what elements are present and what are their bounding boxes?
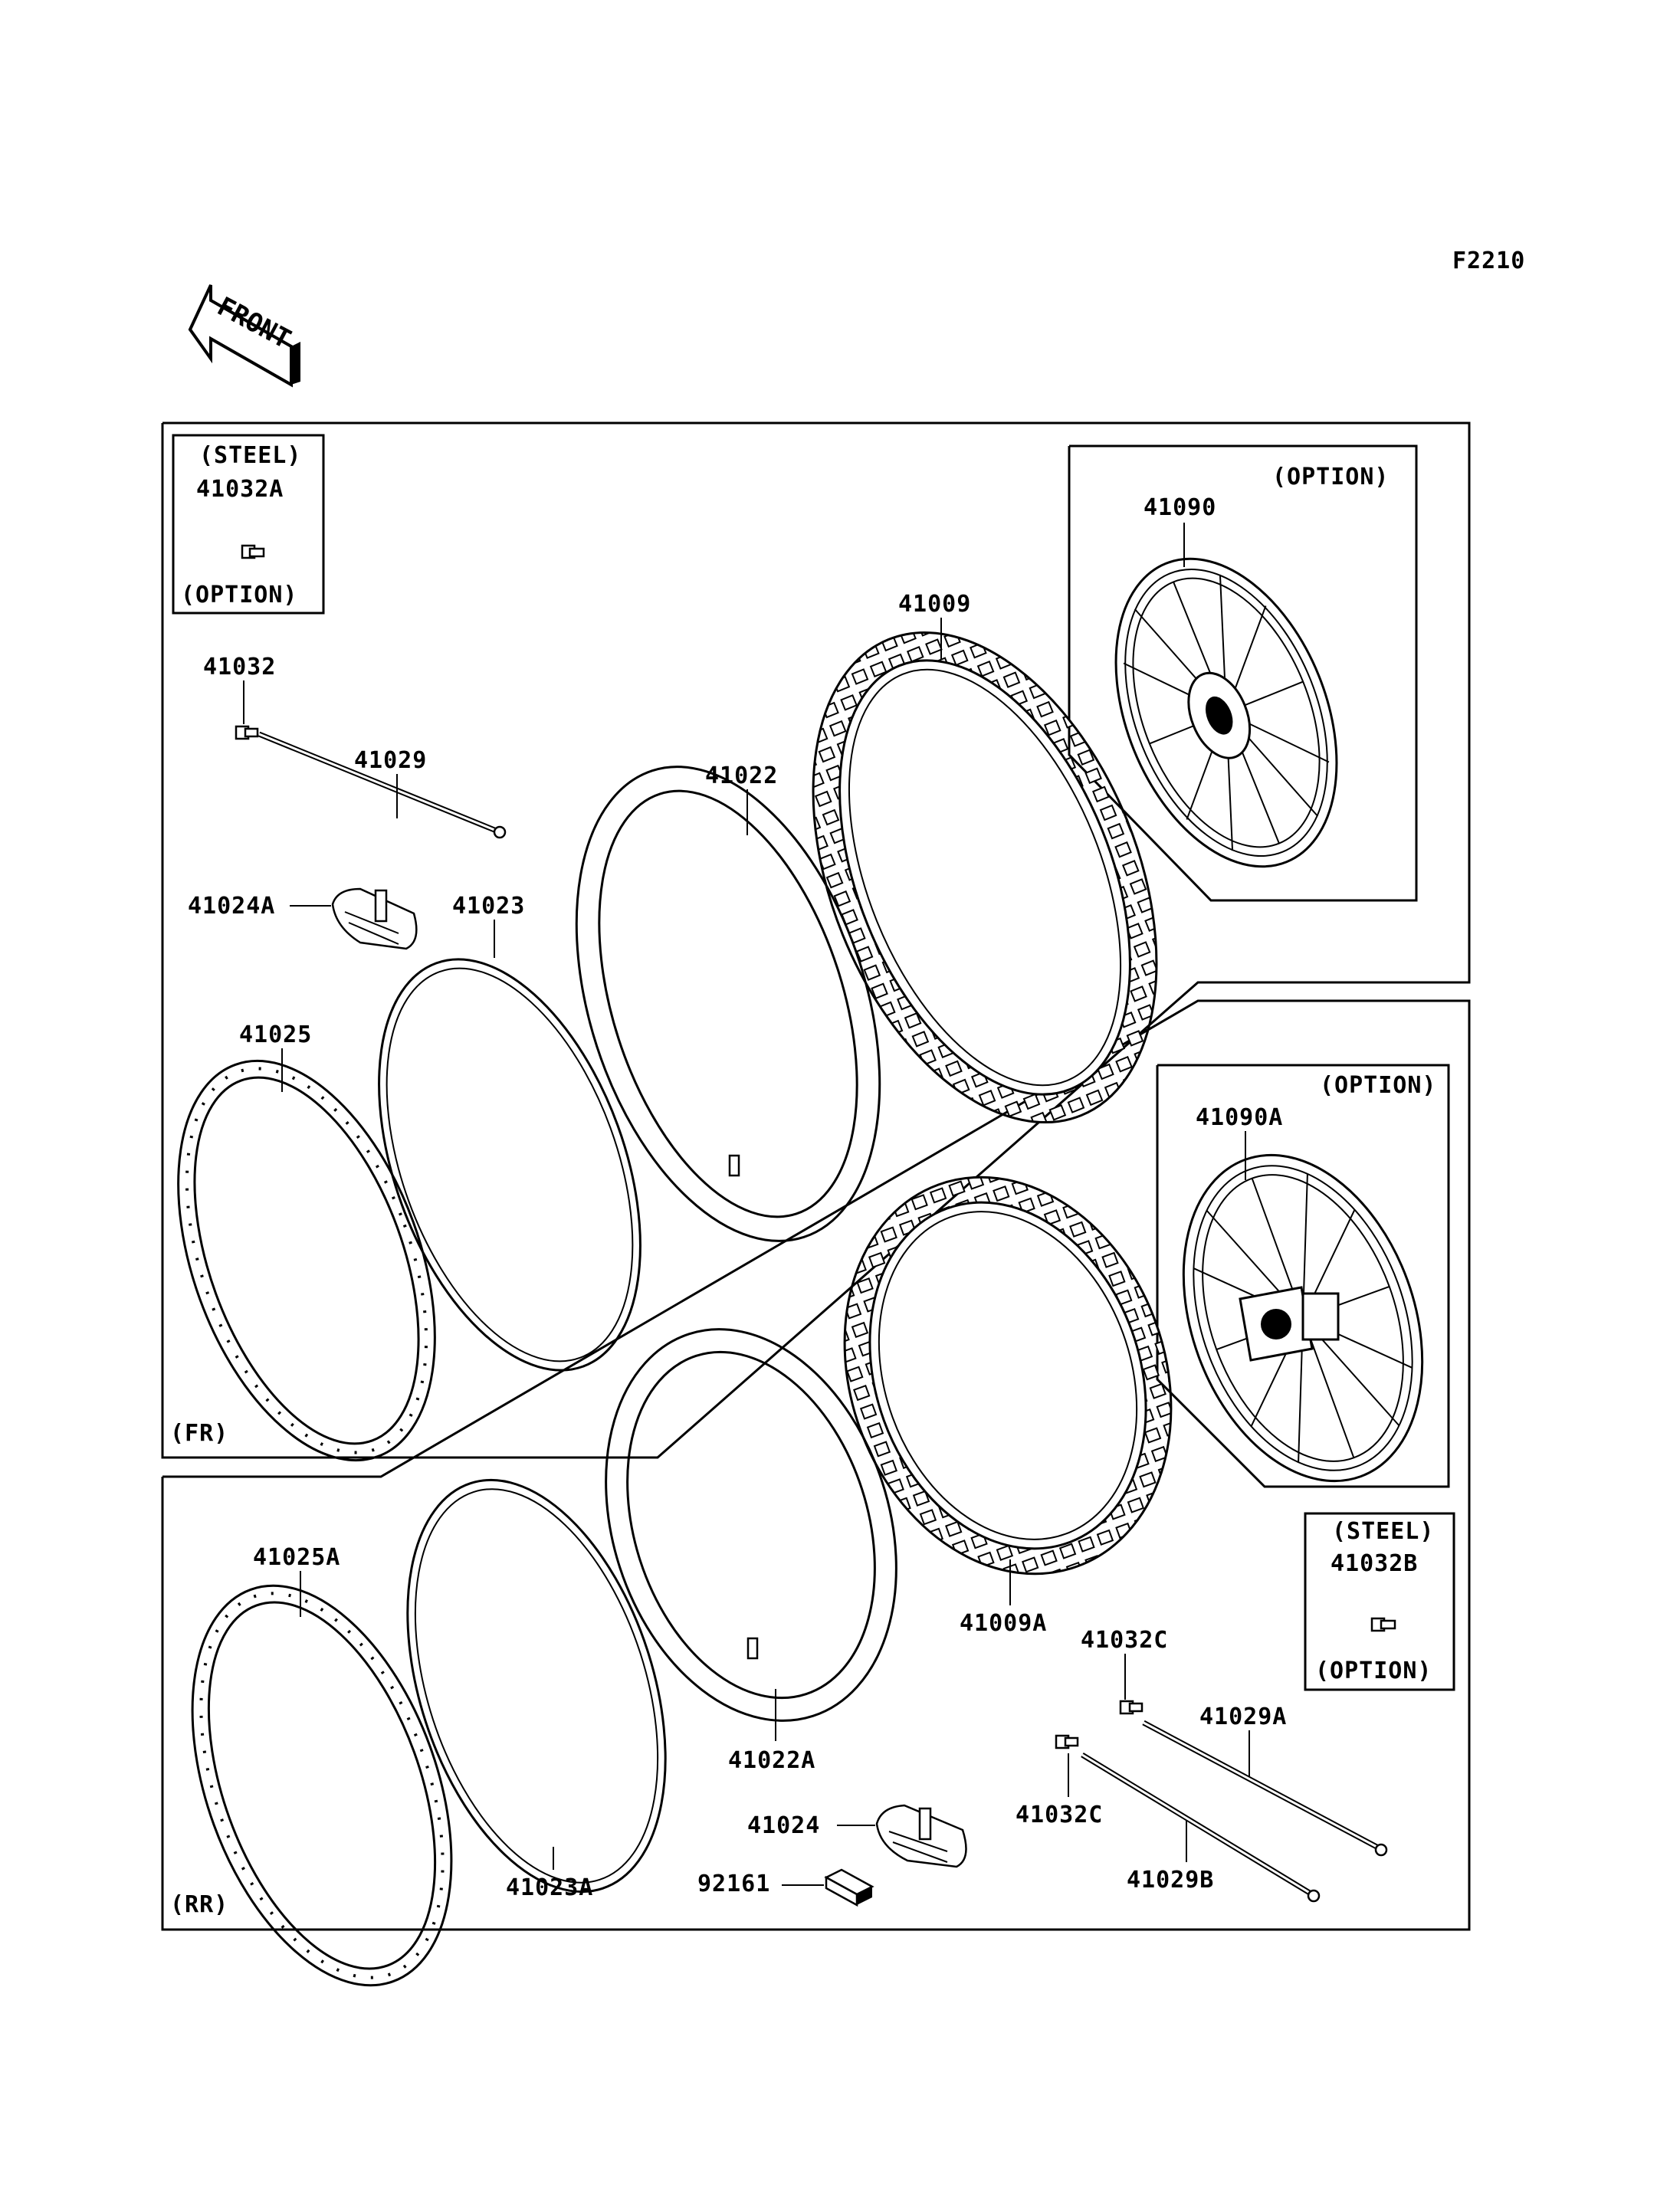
front-rim-label: 41025 [239, 1021, 312, 1048]
front-nipple-icon [235, 725, 259, 740]
front-rim-band-label: 41024A [188, 893, 275, 920]
front-steel-part: 41032A [196, 476, 284, 503]
front-tube-flap-label: 41023 [452, 893, 525, 920]
front-section-frame [161, 421, 1471, 1459]
rear-spoke-upper-icon [1142, 1720, 1388, 1857]
figure-code: F2210 [1452, 248, 1525, 274]
brake-hub-icon [1239, 1286, 1340, 1362]
rear-tube-flap-label: 41023A [506, 1874, 593, 1901]
front-steel-option-label: (OPTION) [181, 582, 298, 608]
front-tube-flap-icon [378, 958, 641, 1372]
rear-steel-option-label: (OPTION) [1315, 1658, 1432, 1684]
front-option-part: 41090 [1144, 494, 1216, 521]
rear-tube-icon [605, 1328, 897, 1722]
rear-option-part: 41090A [1196, 1104, 1283, 1131]
front-tire-icon [812, 631, 1158, 1124]
nipple-icon [241, 544, 265, 559]
rear-steel-part: 41032B [1331, 1550, 1418, 1577]
front-spoke-icon [258, 731, 507, 839]
rear-rim-label: 41025A [253, 1544, 340, 1571]
spoked-wheel-icon [1114, 557, 1338, 868]
rear-nipple-lower-label: 41032C [1016, 1802, 1103, 1828]
front-section-label: (FR) [170, 1420, 228, 1447]
rear-steel-label: (STEEL) [1332, 1518, 1434, 1545]
rear-nipple-lower-icon [1055, 1734, 1079, 1749]
front-steel-option-box: (STEEL) 41032A (OPTION) [172, 434, 325, 615]
rear-rim-icon [191, 1584, 453, 1987]
front-rim-band-icon [331, 887, 418, 950]
rear-valve-icon [746, 1637, 759, 1660]
rear-spoke-upper-label: 41029A [1199, 1703, 1287, 1730]
front-steel-label: (STEEL) [199, 442, 301, 469]
rear-rim-band-icon [875, 1804, 967, 1868]
rear-section-label: (RR) [170, 1891, 228, 1918]
rear-steel-option-box: (STEEL) 41032B (OPTION) [1304, 1512, 1455, 1691]
rear-pad-label: 92161 [697, 1871, 770, 1897]
rear-pad-icon [824, 1868, 874, 1907]
front-option-label: (OPTION) [1272, 464, 1390, 490]
rear-option-label: (OPTION) [1320, 1072, 1437, 1099]
front-wheel-option-box: (OPTION) 41090 [1068, 444, 1418, 902]
front-valve-icon [728, 1154, 740, 1177]
rear-section-frame [161, 999, 1471, 1931]
rear-nipple-upper-label: 41032C [1081, 1627, 1168, 1654]
rear-wheel-option-box: (OPTION) 41090A [1156, 1064, 1450, 1488]
rear-tube-flap-icon [406, 1478, 667, 1894]
front-tire-label: 41009 [898, 591, 971, 618]
rear-tube-label: 41022A [728, 1747, 815, 1774]
front-nipple-label: 41032 [203, 654, 276, 680]
rear-tire-icon [843, 1176, 1173, 1576]
rear-spoke-lower-icon [1081, 1753, 1321, 1903]
rear-steel-nipple-icon [1370, 1617, 1396, 1632]
front-arrow-icon: FRONT [188, 284, 300, 388]
rear-rim-band-label: 41024 [747, 1812, 820, 1839]
rear-nipple-upper-icon [1119, 1700, 1144, 1715]
rear-tire-label: 41009A [960, 1610, 1047, 1637]
front-spoke-label: 41029 [354, 747, 427, 774]
rear-spoke-lower-label: 41029B [1127, 1867, 1214, 1894]
